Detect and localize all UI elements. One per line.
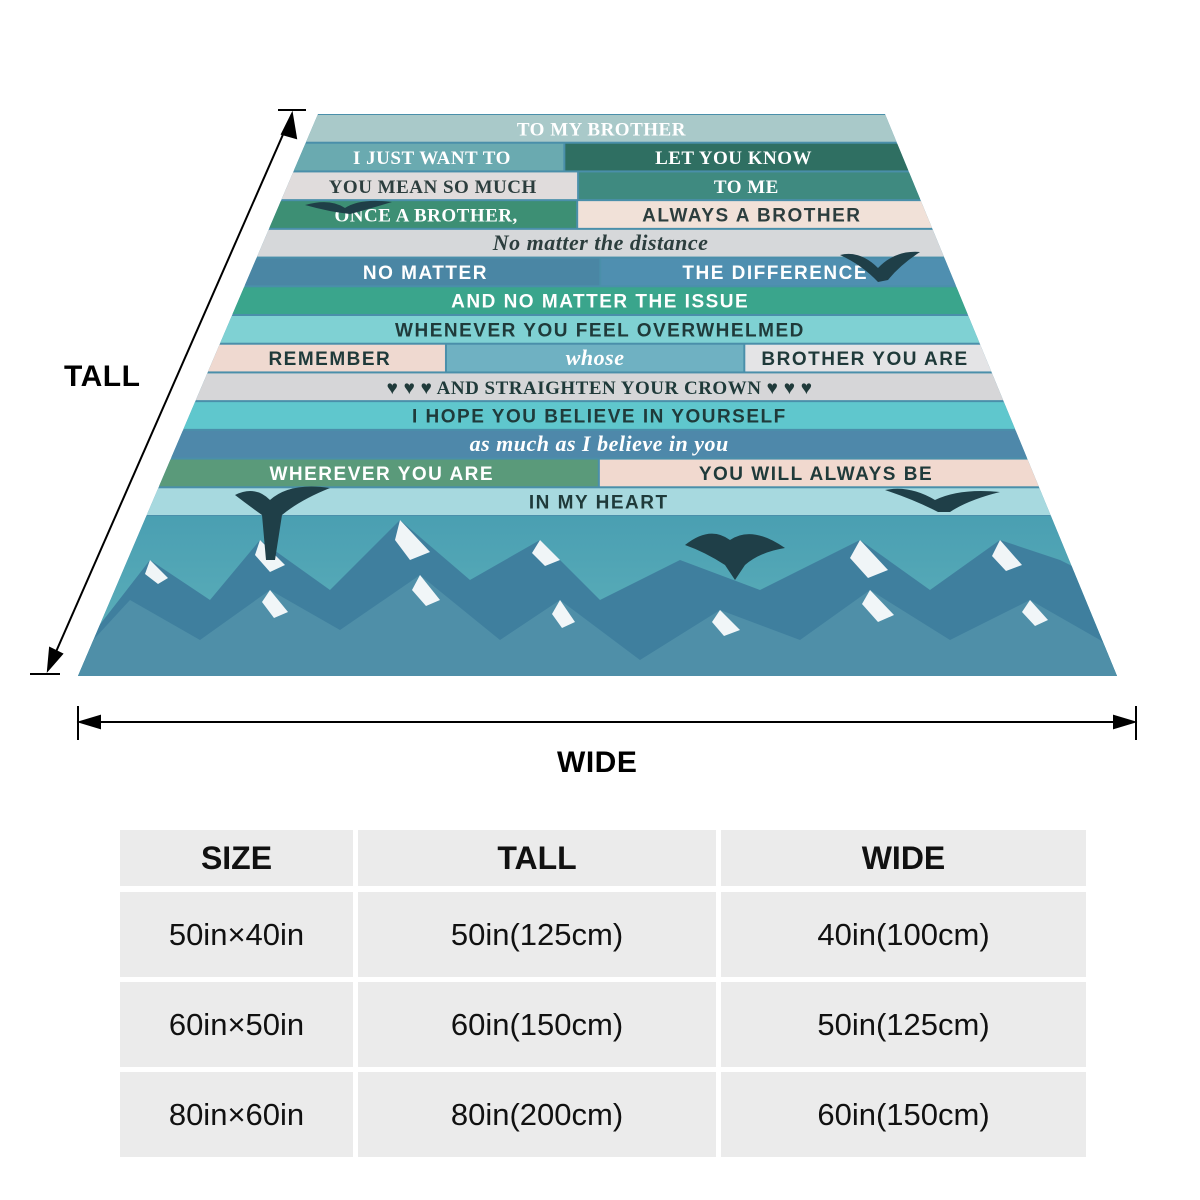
plank-text: whose (566, 345, 625, 370)
plank-text: BROTHER YOU ARE (761, 349, 968, 370)
plank-text: IN MY HEART (529, 493, 669, 514)
wide-label: WIDE (557, 746, 638, 779)
plank-segment (197, 229, 1004, 257)
plank-text: I HOPE YOU BELIEVE IN YOURSELF (412, 407, 787, 428)
plank-segment (124, 402, 1075, 429)
table-cell-size: 60in×50in (120, 982, 353, 1067)
plank-text: YOU WILL ALWAYS BE (699, 464, 933, 485)
plank-text: TO MY BROTHER (517, 119, 686, 140)
table-cell-tall: 50in(125cm) (358, 892, 716, 977)
table-header-row: SIZE TALL WIDE (120, 830, 1086, 886)
plank-segment (185, 258, 600, 286)
bird-icon (305, 200, 392, 214)
plank-text: LET YOU KNOW (655, 148, 812, 169)
plank-segment (599, 459, 1099, 487)
plank-text: THE DIFFERENCE (682, 263, 868, 284)
table-row: 50in×40in 50in(125cm) 40in(100cm) (120, 892, 1086, 977)
table-header-tall: TALL (358, 830, 716, 886)
table-cell-tall: 60in(150cm) (358, 982, 716, 1067)
eagle-icon (840, 251, 920, 282)
plank-text: as much as I believe in you (470, 431, 729, 456)
size-table: SIZE TALL WIDE 50in×40in 50in(125cm) 40i… (120, 830, 1086, 1162)
plank-text: REMEMBER (268, 349, 391, 370)
eagle-icon (235, 486, 330, 560)
plank-segment (173, 287, 1027, 314)
wide-dimension-arrow (76, 706, 1138, 740)
table-cell-tall: 80in(200cm) (358, 1072, 716, 1157)
plank-text: YOU MEAN SO MUCH (329, 177, 537, 198)
plank-segment (601, 258, 1016, 286)
table-header-wide: WIDE (721, 830, 1086, 886)
plank-text: NO MATTER (363, 263, 488, 284)
table-header-size: SIZE (120, 830, 353, 886)
table-cell-size: 50in×40in (120, 892, 353, 977)
table-cell-wide: 50in(125cm) (721, 982, 1086, 1067)
tall-label: TALL (64, 360, 141, 393)
mountain-range (78, 520, 1117, 676)
plank-segment (160, 316, 1039, 343)
plank-segment (246, 115, 956, 142)
plank-text: AND NO MATTER THE ISSUE (451, 292, 749, 313)
table-cell-size: 80in×60in (120, 1072, 353, 1157)
table-row: 80in×60in 80in(200cm) 60in(150cm) (120, 1072, 1086, 1157)
plank-segment (111, 430, 1087, 458)
plank-text: TO ME (714, 177, 779, 198)
plank-segment (99, 459, 598, 487)
plank-text: ♥ ♥ ♥ AND STRAIGHTEN YOUR CROWN ♥ ♥ ♥ (387, 378, 813, 399)
plank-segment (579, 172, 980, 200)
table-row: 60in×50in 60in(150cm) 50in(125cm) (120, 982, 1086, 1067)
tall-dimension-arrow (30, 109, 306, 675)
plank-segment (578, 201, 992, 228)
table-cell-wide: 60in(150cm) (721, 1072, 1086, 1157)
plank-text: I JUST WANT TO (353, 148, 511, 169)
plank-text: ONCE A BROTHER, (334, 206, 517, 227)
eagle-icon (685, 533, 785, 580)
plank-text: No matter the distance (492, 230, 709, 255)
table-cell-wide: 40in(100cm) (721, 892, 1086, 977)
blanket-illustration: TO MY BROTHER I JUST WANT TO LET YOU KNOW Y… (30, 109, 1138, 740)
plank-text: ALWAYS A BROTHER (642, 206, 861, 227)
eagle-icon (885, 488, 1000, 512)
plank-text: WHEREVER YOU ARE (269, 464, 494, 485)
plank-segment (446, 344, 744, 372)
plank-text: WHENEVER YOU FEEL OVERWHELMED (395, 320, 805, 341)
plank-segment (136, 373, 1063, 401)
